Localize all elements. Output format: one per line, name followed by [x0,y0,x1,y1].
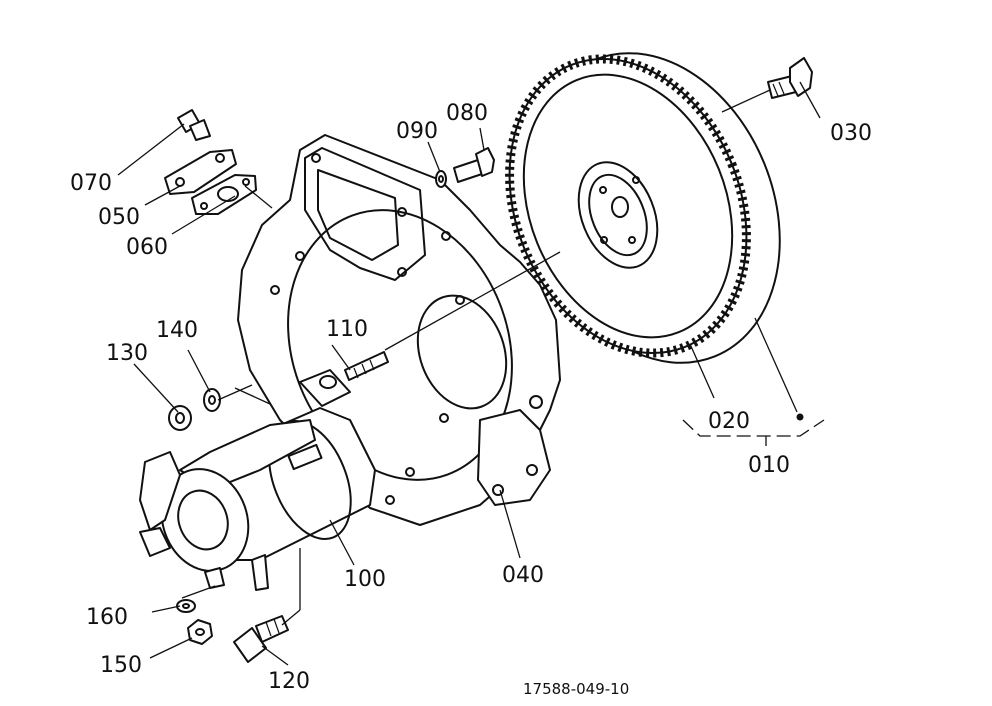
callout-120: 120 [268,669,310,694]
washer-140-drawing [203,388,221,412]
callout-060: 060 [126,235,168,260]
callout-140: 140 [156,318,198,343]
callout-040: 040 [502,563,544,588]
callout-labels: 010 020 030 040 050 060 070 080 090 100 … [70,101,872,698]
callout-160: 160 [86,605,128,630]
callout-070: 070 [70,171,112,196]
callout-090: 090 [396,119,438,144]
nut-130-drawing [168,405,192,431]
leader-lines [117,81,825,666]
callout-080: 080 [446,101,488,126]
bolt-070-drawing [177,109,211,141]
gasket-060-drawing [191,174,257,215]
callout-110: 110 [326,317,368,342]
callout-050: 050 [98,205,140,230]
drawing-reference: 17588-049-10 [523,680,629,698]
callout-150: 150 [100,653,142,678]
cover-plate-050-drawing [164,149,237,195]
callout-100: 100 [344,567,386,592]
flywheel-drawing [505,52,804,421]
stud-110-drawing [344,351,389,381]
callout-130: 130 [106,341,148,366]
nut-150-drawing [187,619,213,645]
callout-010: 010 [748,453,790,478]
bolt-030-drawing [767,57,813,99]
bolt-120-drawing [233,615,289,663]
washer-090-drawing [435,170,447,188]
washer-160-drawing [176,599,196,613]
bolt-080-drawing [453,147,495,183]
callout-030: 030 [830,121,872,146]
callout-020: 020 [708,409,750,434]
